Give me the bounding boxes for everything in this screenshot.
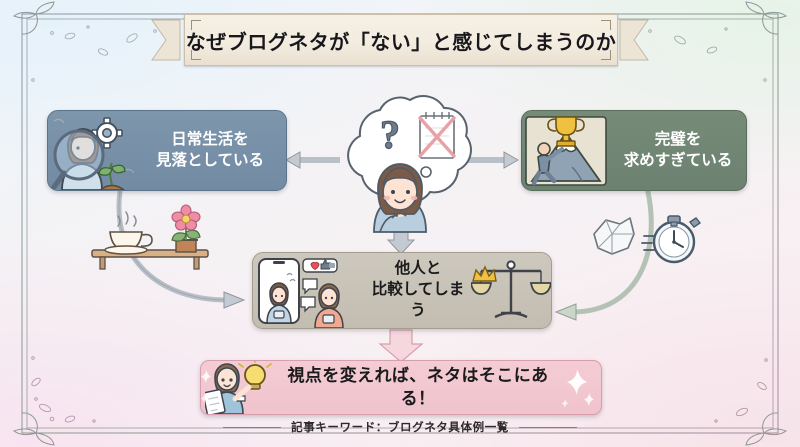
scales-icon <box>471 259 551 318</box>
comparison-illustration <box>258 258 344 328</box>
crumpled-paper-icon <box>593 217 635 255</box>
idea-woman-figure <box>210 363 252 414</box>
plate-corner-tr <box>601 20 611 30</box>
arrow-thought-to-right <box>466 151 520 169</box>
sprout-icon <box>98 162 126 190</box>
cause-label-perfectionism: 完璧を 求めすぎている <box>623 130 733 169</box>
thought-cloud: ? <box>347 95 472 233</box>
sparkle-icon <box>561 369 594 408</box>
arrow-thought-to-left <box>284 151 340 169</box>
conclusion-label: 視点を変えれば、ネタはそこにある！ <box>287 365 549 408</box>
person-icon <box>51 128 105 190</box>
gear-icon <box>91 117 123 149</box>
footer-rule-right <box>518 426 577 428</box>
stopwatch-icon <box>641 215 702 264</box>
lightbulb-icon <box>238 361 272 390</box>
coffee-cup-icon <box>104 211 153 255</box>
footer: 記事キーワード：ブログネタ具体例一覧 <box>0 419 800 435</box>
crossed-out-notepad-icon <box>418 112 456 159</box>
trophy-icon <box>547 116 585 147</box>
flower-pot-icon <box>171 204 201 253</box>
social-reaction-icons <box>302 258 338 273</box>
cause-box-comparison[interactable]: 他人と 比較してしまう <box>252 252 552 329</box>
svg-text:?: ? <box>380 112 400 157</box>
left-decorations <box>91 204 209 270</box>
arrow-left-to-center <box>116 189 246 309</box>
mountain-climber-icon <box>525 116 607 186</box>
cause-box-daily-life[interactable]: 日常生活を 見落としている <box>47 110 287 191</box>
title-plate: なぜブログネタが「ない」と感じてしまうのか <box>184 14 618 66</box>
cause-label-daily-life: 日常生活を 見落としている <box>155 130 265 169</box>
ribbon-tail-left <box>151 19 181 61</box>
ribbon-tail-right <box>619 19 649 61</box>
chat-bubble-icon <box>300 278 318 313</box>
plate-corner-br <box>601 50 611 60</box>
plate-corner-tl <box>191 20 201 30</box>
title-ribbon: なぜブログネタが「ない」と感じてしまうのか <box>150 14 650 66</box>
climber-figure <box>531 142 564 186</box>
plate-corner-bl <box>191 50 201 60</box>
footer-keyword: 記事キーワード：ブログネタ具体例一覧 <box>291 422 509 434</box>
footer-rule-left <box>223 426 282 428</box>
cause-label-comparison: 他人と 比較してしまう <box>371 260 465 319</box>
second-person-icon <box>314 283 344 328</box>
page-title: なぜブログネタが「ない」と感じてしまうのか <box>185 31 617 54</box>
arrow-center-to-conclusion <box>378 329 424 363</box>
cause-box-perfectionism[interactable]: 完璧を 求めすぎている <box>521 110 747 191</box>
magnifier-person-icon <box>51 117 134 190</box>
crown-icon <box>472 264 497 282</box>
clipboard-icon <box>205 388 226 414</box>
right-decorations <box>593 215 702 264</box>
phone-person <box>266 282 292 324</box>
thinking-woman-illustration <box>373 163 427 233</box>
lightbulb-idea-woman-icon <box>205 361 272 414</box>
smartphone-icon <box>258 258 300 324</box>
heart-icon <box>310 262 320 271</box>
arrow-right-to-center <box>554 189 654 321</box>
conclusion-box[interactable]: 視点を変えれば、ネタはそこにある！ <box>200 360 602 415</box>
question-mark-icon: ? <box>379 111 400 157</box>
